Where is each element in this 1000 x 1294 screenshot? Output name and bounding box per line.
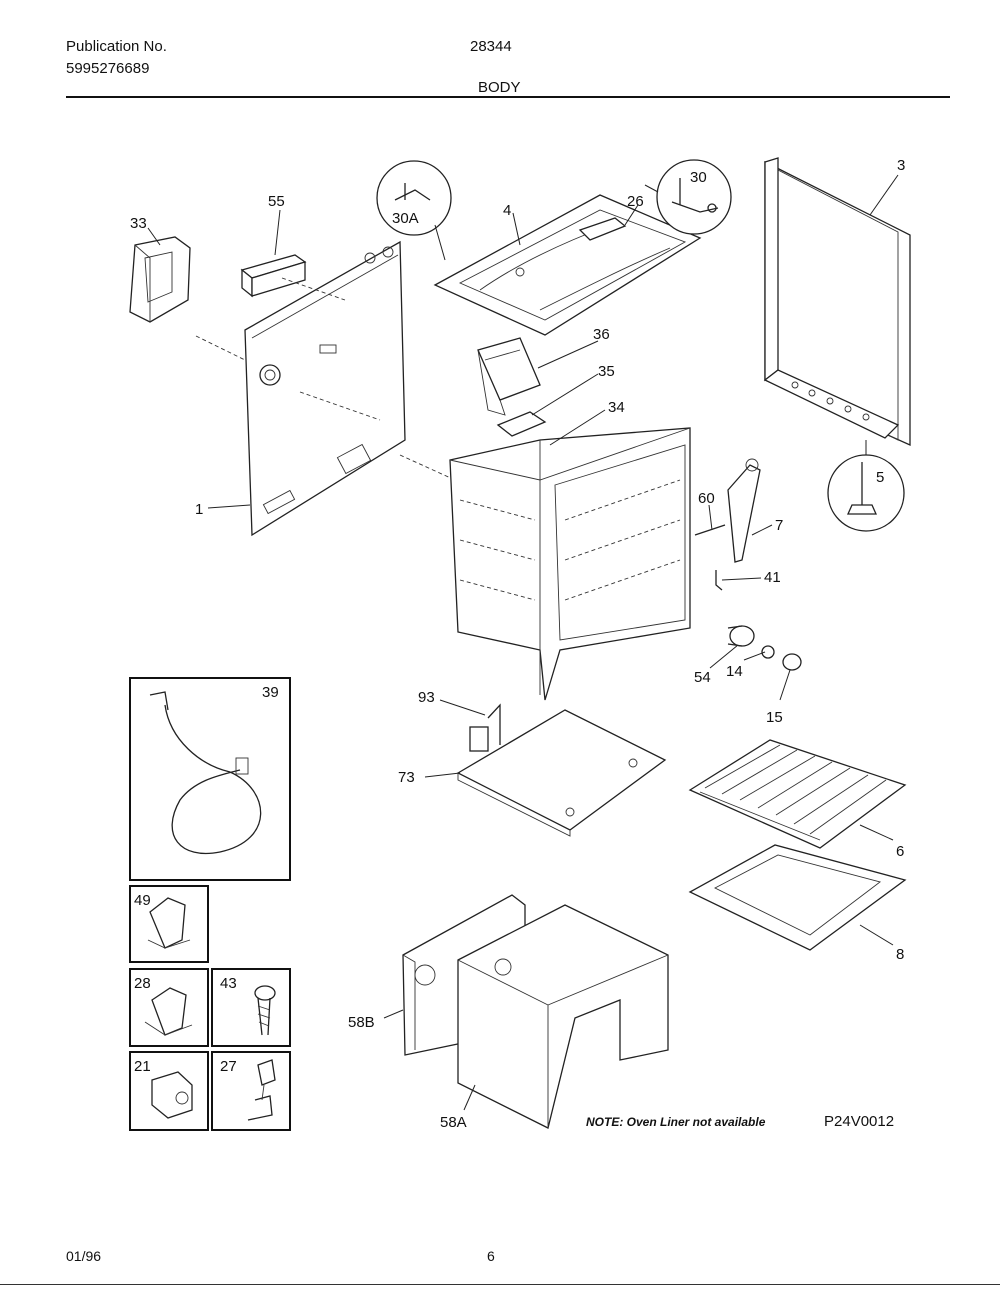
label-part-73: 73 xyxy=(398,769,415,786)
part-35-vent-plate xyxy=(496,411,547,437)
label-part-34: 34 xyxy=(608,399,625,416)
label-part-36: 36 xyxy=(593,326,610,343)
label-part-27: 27 xyxy=(220,1058,237,1075)
label-part-93: 93 xyxy=(418,689,435,706)
section-title: BODY xyxy=(478,79,521,96)
label-part-14: 14 xyxy=(726,663,743,680)
oven-liner-note: NOTE: Oven Liner not available xyxy=(586,1115,766,1129)
part-55-block xyxy=(240,254,307,298)
label-part-21: 21 xyxy=(134,1058,151,1075)
part-7-door-hinge xyxy=(727,458,761,563)
oven-body-cabinet xyxy=(449,427,691,701)
label-part-58b: 58B xyxy=(348,1014,375,1031)
inset-28-clip xyxy=(129,968,209,1047)
header-rule xyxy=(66,96,950,98)
inset-49-clip xyxy=(129,885,209,963)
label-part-1: 1 xyxy=(195,501,203,518)
label-part-41: 41 xyxy=(764,569,781,586)
part-33-bracket xyxy=(129,236,191,323)
part-6-oven-rack xyxy=(688,739,907,849)
inset-27-clip xyxy=(211,1051,291,1131)
label-part-39: 39 xyxy=(262,684,279,701)
part-4-top-frame xyxy=(433,194,702,336)
part-41-clip xyxy=(715,570,723,591)
label-part-43: 43 xyxy=(220,975,237,992)
label-part-60: 60 xyxy=(698,490,715,507)
label-part-30a: 30A xyxy=(392,210,419,227)
label-part-7: 7 xyxy=(775,517,783,534)
part-3-door-frame xyxy=(763,157,911,447)
label-part-3: 3 xyxy=(897,157,905,174)
part-36-vent-duct xyxy=(477,337,541,416)
inset-21-clip xyxy=(129,1051,209,1131)
inset-43-screw xyxy=(211,968,291,1047)
label-part-28: 28 xyxy=(134,975,151,992)
footer-rule xyxy=(0,1284,1000,1285)
part-60-hinge-pin xyxy=(694,524,726,536)
label-part-33: 33 xyxy=(130,215,147,232)
publication-label: Publication No. xyxy=(66,38,167,55)
part-1-back-panel xyxy=(195,240,456,537)
label-part-30: 30 xyxy=(690,169,707,186)
inset-39-power-cord xyxy=(129,677,291,881)
label-part-6: 6 xyxy=(896,843,904,860)
publication-number: 5995276689 xyxy=(66,60,150,77)
part-93-probe xyxy=(469,703,501,752)
label-part-54: 54 xyxy=(694,669,711,686)
label-part-35: 35 xyxy=(598,363,615,380)
label-part-26: 26 xyxy=(627,193,644,210)
diagram-code: P24V0012 xyxy=(824,1113,894,1130)
label-part-58a: 58A xyxy=(440,1114,467,1131)
callout-30a xyxy=(376,160,452,261)
part-54-light-socket xyxy=(727,625,755,647)
callout-5-leveling-leg xyxy=(827,440,905,532)
leader-lines xyxy=(147,204,894,1111)
model-number: 28344 xyxy=(470,38,512,55)
label-part-4: 4 xyxy=(503,202,511,219)
callout-30 xyxy=(644,159,732,235)
part-15-light-cover xyxy=(782,653,802,671)
part-58a-insulation-wrap xyxy=(457,904,669,1129)
part-8-broiler-frame xyxy=(688,844,907,951)
label-part-5: 5 xyxy=(876,469,884,486)
footer-date: 01/96 xyxy=(66,1248,102,1264)
label-part-15: 15 xyxy=(766,709,783,726)
label-part-8: 8 xyxy=(896,946,904,963)
label-part-49: 49 xyxy=(134,892,151,909)
label-part-55: 55 xyxy=(268,193,285,210)
part-73-oven-bottom xyxy=(456,709,667,837)
part-14-light-ring xyxy=(761,645,775,659)
footer-page-number: 6 xyxy=(487,1248,495,1264)
